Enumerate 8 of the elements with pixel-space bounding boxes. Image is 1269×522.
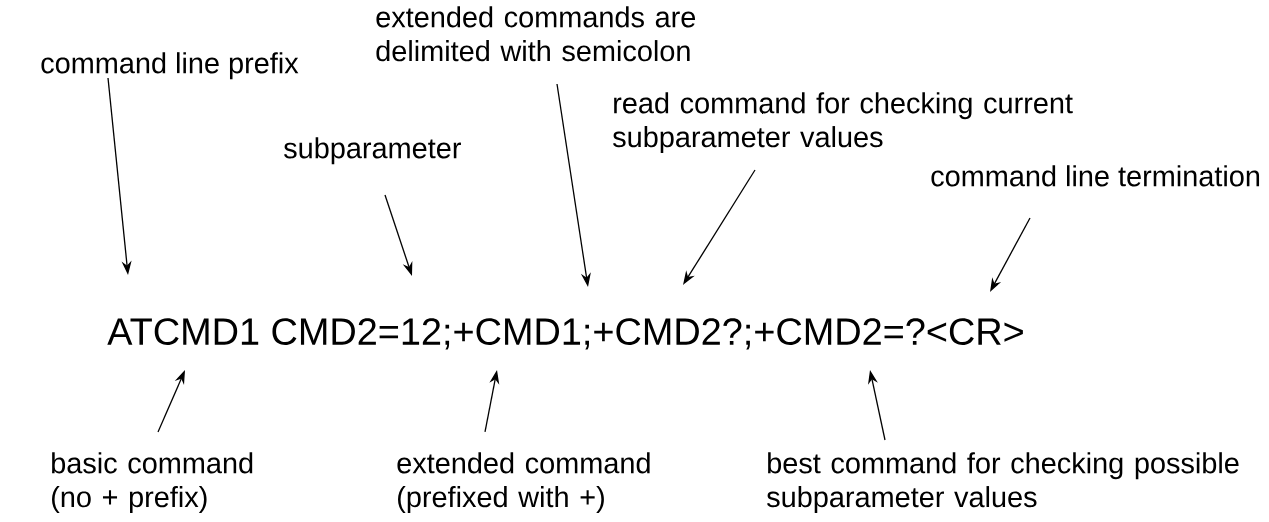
- callout-text: basic command (no + prefix): [52, 452, 253, 513]
- callout-text: subparameter: [284, 137, 461, 165]
- callout-text: command line termination: [931, 165, 1260, 187]
- callout-text: extended command (prefixed with +): [397, 452, 650, 513]
- callout-text: command line prefix: [41, 52, 299, 80]
- callout-text: best command for checking possible subparameter values: [767, 452, 1239, 513]
- callout-text: extended commands are delimited with semicolon: [376, 6, 696, 62]
- command-line-text: ATCMD1 CMD2=12;+CMD1;+CMD2?;+CMD2=?<CR>: [107, 318, 1023, 350]
